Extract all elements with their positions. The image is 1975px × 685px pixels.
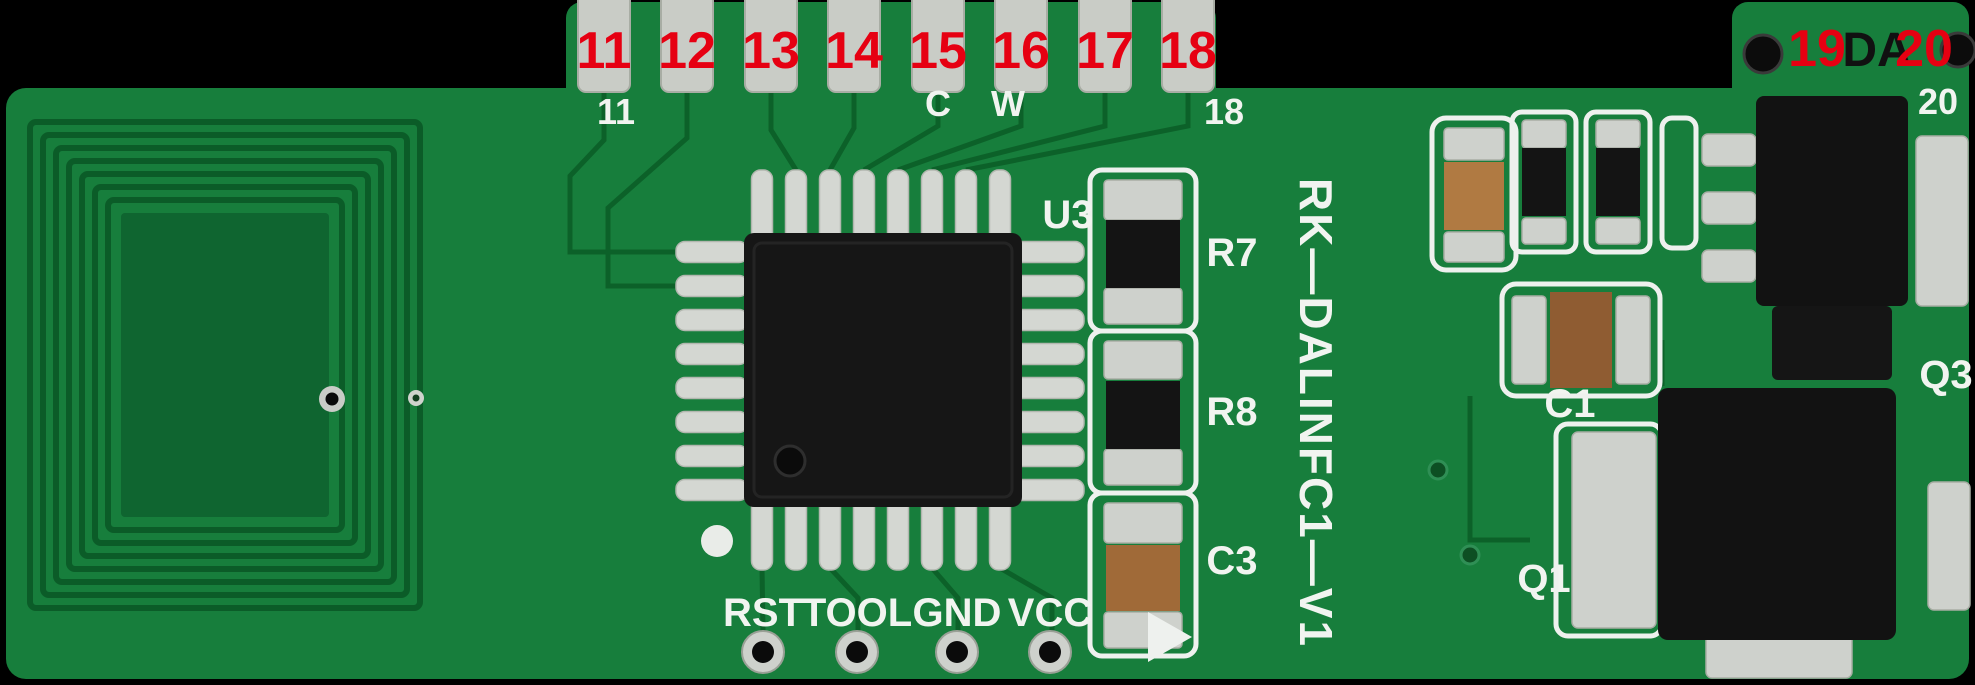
silk-pin18: 18	[1204, 91, 1244, 132]
edge-pad	[911, 0, 965, 93]
label-r8: R8	[1206, 390, 1257, 434]
programming-header: RST TOOL GND VCC	[723, 591, 1092, 674]
header-pad-gnd	[935, 630, 979, 674]
pin-number-annotations: 11 12 13 14 15 16 17 18 19 DA 20	[577, 20, 1953, 80]
header-pad-tool	[835, 630, 879, 674]
resistor-top1-body	[1522, 148, 1566, 216]
direction-triangle	[1148, 612, 1192, 662]
antenna-inner-area	[121, 213, 329, 517]
transistor-q1-body	[1658, 388, 1896, 640]
pin-annotation-18: 18	[1159, 22, 1217, 80]
silk-c: C	[925, 83, 951, 124]
label-c3: C3	[1206, 539, 1257, 583]
resistor-r8-body	[1106, 381, 1180, 449]
mount-hole	[1742, 33, 1784, 75]
component-labels: U3 R7 R8 C3 C1 Q1 Q3	[1042, 193, 1972, 601]
mcu-chip	[675, 169, 1085, 571]
mount-hole	[1939, 31, 1975, 69]
pin-annotation-19: 19	[1788, 20, 1846, 78]
edge-pad	[660, 0, 714, 93]
silk-pin11: 11	[597, 91, 635, 132]
pin-annotation-14: 14	[825, 22, 883, 80]
board-name: RK—DALINFC1—V1	[1290, 178, 1342, 648]
resistor-top2-body	[1596, 148, 1640, 216]
power-section	[1429, 96, 1971, 679]
silkscreen-dot	[701, 525, 733, 557]
mcu-pin1-dot	[773, 444, 807, 478]
label-q1: Q1	[1517, 557, 1570, 601]
right-tab-holes	[1742, 31, 1975, 75]
castellated-pads	[577, 0, 1215, 93]
edge-pad	[744, 0, 798, 93]
transistor-q3-lower	[1772, 306, 1892, 380]
capacitor-c3-body	[1106, 545, 1180, 611]
edge-pad	[1161, 0, 1215, 93]
capacitor-c1-body	[1550, 292, 1612, 388]
silkscreen-pin-texts: 11 C W 18 20	[597, 81, 1958, 132]
label-r7: R7	[1206, 231, 1257, 275]
da-annotation: DA	[1842, 24, 1911, 77]
pin-annotation-17: 17	[1076, 22, 1134, 80]
label-rst: RST	[723, 591, 803, 635]
pin-annotation-15: 15	[909, 22, 967, 80]
power-pads	[1443, 119, 1971, 679]
antenna-center-via	[319, 386, 345, 412]
pin-annotation-20: 20	[1895, 20, 1953, 78]
edge-pad	[1078, 0, 1132, 93]
pin-annotation-12: 12	[658, 22, 716, 80]
label-c1: C1	[1544, 382, 1595, 426]
label-gnd: GND	[913, 591, 1002, 635]
header-pad-rst	[741, 630, 785, 674]
power-silkscreen-outlines	[1429, 109, 1699, 639]
small-via	[408, 390, 424, 406]
pin-annotation-16: 16	[992, 22, 1050, 80]
label-tool: TOOL	[802, 591, 912, 635]
via	[1427, 459, 1481, 566]
silk-pin20: 20	[1918, 81, 1958, 122]
transistor-q3-body	[1756, 96, 1908, 306]
label-u3: U3	[1042, 193, 1093, 237]
capacitor-top-body	[1444, 162, 1504, 230]
nfc-antenna-coil	[27, 119, 423, 611]
edge-pad	[994, 0, 1048, 93]
pin-annotation-11: 11	[577, 22, 632, 80]
pin-annotation-13: 13	[742, 22, 800, 80]
edge-pad	[577, 0, 631, 93]
mcu-body	[744, 233, 1022, 507]
silk-w: W	[991, 83, 1025, 124]
label-vcc: VCC	[1008, 591, 1092, 635]
resistor-r7-body	[1106, 220, 1180, 288]
label-q3: Q3	[1919, 353, 1972, 397]
copper-traces	[567, 92, 1665, 632]
header-pad-vcc	[1028, 630, 1072, 674]
passives-silkscreen-outlines	[1087, 167, 1199, 659]
mcu-body-inner-edge	[752, 241, 1014, 499]
edge-pad	[827, 0, 881, 93]
